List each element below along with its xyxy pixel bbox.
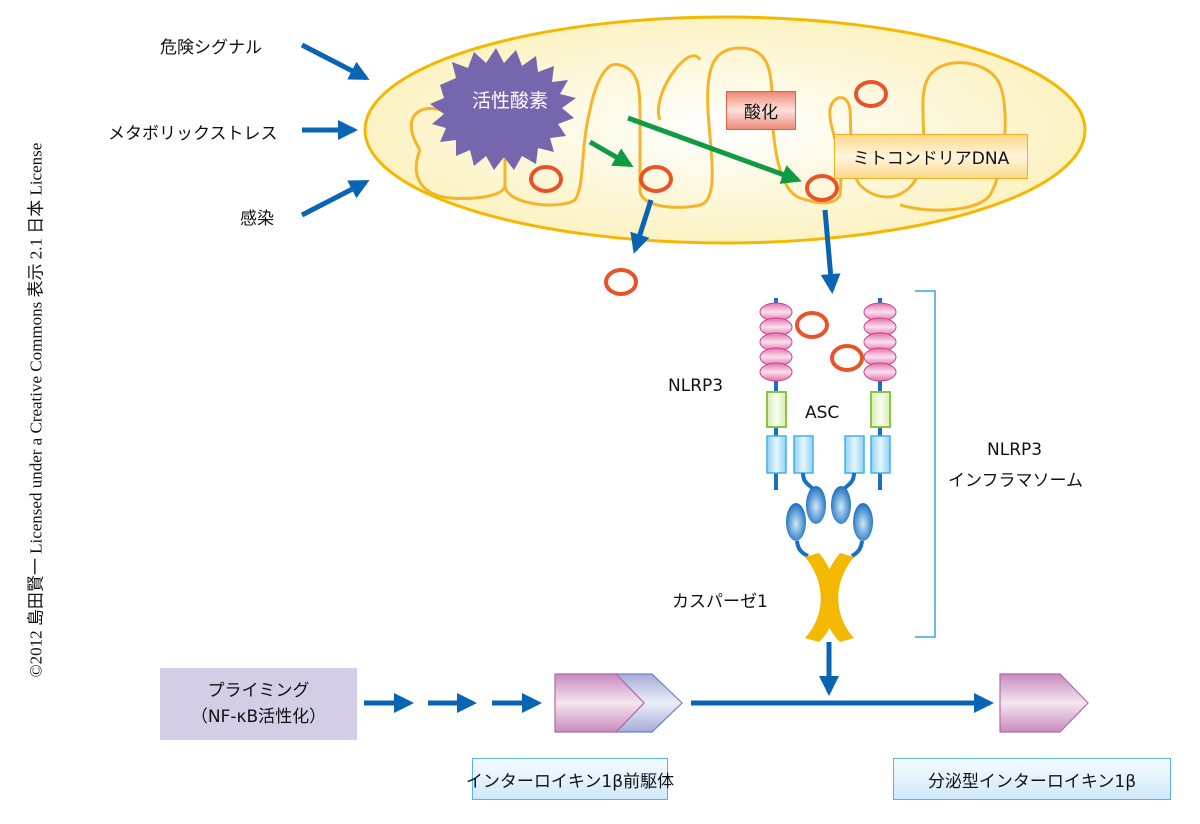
dna-to-inflammasome-arrow [820, 209, 841, 294]
mature-il1b-label: 分泌型インターロイキン1β [893, 758, 1171, 800]
caspase1-label: カスパーゼ1 [672, 592, 768, 612]
ros-to-dna-arrow-long [627, 115, 802, 184]
nlrp3-right-lrr [863, 302, 897, 382]
ros-starburst-icon [430, 48, 576, 170]
inflammasome-bracket [915, 290, 936, 638]
infection-label: 感染 [240, 209, 274, 229]
priming-line1: プライミング [207, 681, 310, 701]
mitochondrion-inner-membrane-left [414, 149, 507, 200]
nlrp3-left-pyd [766, 435, 787, 474]
infection-arrow [300, 179, 370, 218]
mtdna-ring-bound [830, 344, 864, 372]
asc-card-inner-left [806, 486, 826, 524]
caspase-card-right [853, 503, 873, 541]
nlrp3-right-pyd [870, 435, 891, 474]
mtdna-ring-released [604, 268, 638, 296]
caspase-right-linker [850, 540, 864, 558]
ros-to-dna-arrow-short [588, 139, 634, 168]
mtdna-ring [639, 165, 673, 193]
priming-line2: （NF-κB活性化） [190, 707, 327, 727]
nlrp3-left-lrr [759, 302, 793, 382]
nlrp3-left-nacht [766, 391, 787, 428]
danger-signal-label: 危険シグナル [160, 38, 262, 58]
asc-label: ASC [805, 403, 840, 423]
danger-signal-arrow [300, 42, 370, 81]
inflammasome-label-line1: NLRP3 [987, 440, 1043, 460]
asc-card-inner-right [831, 486, 851, 524]
mature-il1b [999, 673, 1089, 733]
nlrp3-right-nacht [870, 391, 891, 428]
asc-left-pyd [793, 435, 814, 474]
inflammasome-label-line2: インフラマソーム [948, 471, 1083, 491]
oxidation-label: 酸化 [726, 91, 796, 130]
mtdna-ring [529, 165, 563, 193]
nlrp3-label: NLRP3 [668, 376, 724, 396]
priming-box: プライミング （NF-κB活性化） [160, 668, 357, 740]
pro-il1b-mature-domain [554, 673, 645, 733]
ros-label: 活性酸素 [472, 90, 549, 112]
asc-right-pyd [844, 435, 865, 474]
pro-il1b-label: インターロイキン1β前駆体 [466, 758, 674, 800]
caspase-left-linker [795, 540, 809, 558]
caspase-card-left [786, 503, 806, 541]
dna-release-arrow [630, 199, 654, 254]
mtdna-label: ミトコンドリアDNA [834, 134, 1028, 179]
caspase1-right-arc [822, 553, 854, 642]
metabolic-stress-label: メタボリックストレス [108, 124, 278, 144]
mtdna-ring-bound [795, 311, 829, 339]
copyright-notice: ©2012 島田賢一 Licensed under a Creative Com… [26, 142, 46, 678]
mtdna-ring [805, 174, 839, 202]
mitochondrion-inner-membrane-right [656, 54, 702, 121]
mtdna-ring [854, 80, 888, 108]
